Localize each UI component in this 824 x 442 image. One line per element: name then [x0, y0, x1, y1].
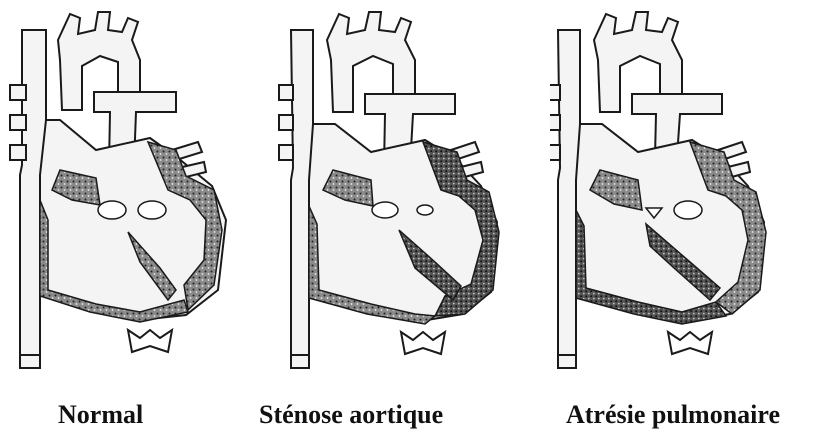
- inferior-vena-cava: [558, 355, 576, 368]
- pulmonary-veins: [550, 85, 560, 160]
- descending-aorta: [668, 332, 712, 354]
- heart-panel-normal: Normal: [0, 0, 274, 442]
- aortic-valve: [674, 201, 702, 219]
- heart-diagram-aortic-stenosis: [275, 0, 549, 380]
- heart-panel-aortic-stenosis: Sténose aortique: [275, 0, 549, 442]
- heart-diagram-normal: [0, 0, 274, 380]
- inferior-vena-cava: [20, 355, 40, 368]
- heart-panel-pulmonary-atresia: Atrésie pulmonaire: [550, 0, 824, 442]
- caption-pulmonary-atresia: Atrésie pulmonaire: [566, 400, 780, 430]
- aortic-valve: [138, 201, 166, 219]
- caption-aortic-stenosis: Sténose aortique: [259, 400, 443, 430]
- pulmonary-valve: [372, 202, 398, 218]
- pulmonary-veins: [279, 85, 293, 160]
- descending-aorta: [401, 332, 445, 354]
- descending-aorta: [128, 330, 172, 352]
- inferior-vena-cava: [291, 355, 309, 368]
- heart-diagram-pulmonary-atresia: [550, 0, 824, 380]
- caption-normal: Normal: [58, 400, 143, 430]
- pulmonary-veins: [10, 85, 26, 160]
- aortic-valve-stenotic: [417, 205, 433, 215]
- pulmonary-valve: [98, 201, 126, 219]
